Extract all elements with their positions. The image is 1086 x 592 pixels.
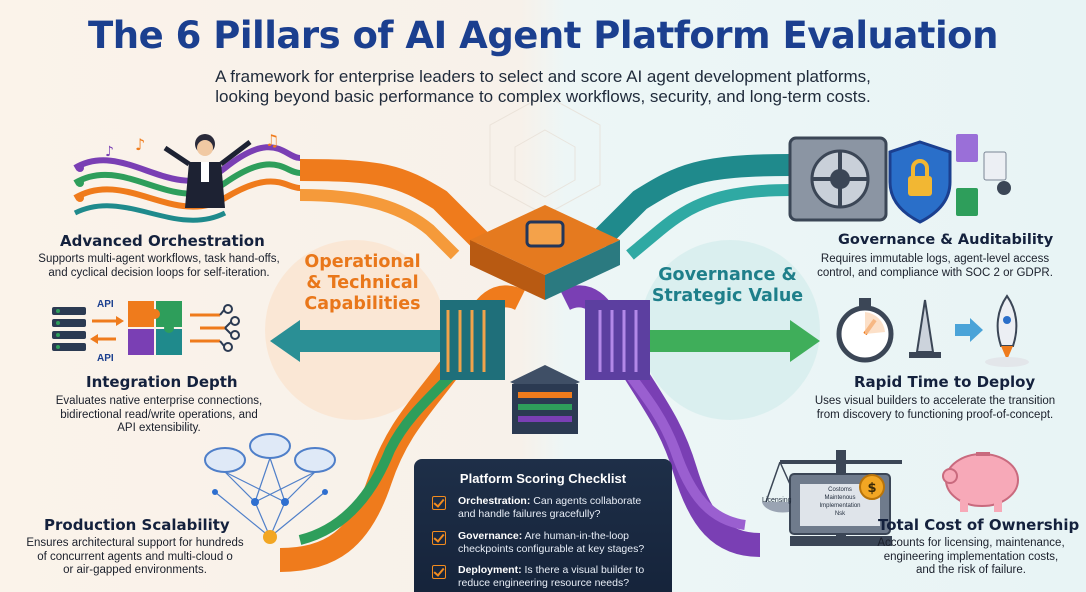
api-label-bottom: API	[97, 353, 114, 364]
integration-desc-line: bidirectional read/write operations, and	[60, 408, 258, 421]
tco-scale-icon: $	[762, 450, 1019, 546]
left-section-line: Operational	[304, 252, 421, 272]
deploy-desc-line: from discovery to functioning proof-of-c…	[816, 408, 1054, 421]
governance-desc-line: control, and compliance with SOC 2 or GD…	[817, 266, 1053, 279]
scalability-description: Ensures architectural support for hundre…	[4, 537, 266, 578]
subtitle-line-1: A framework for enterprise leaders to se…	[215, 67, 871, 86]
governance-desc-line: Requires immutable logs, agent-level acc…	[820, 253, 1050, 265]
checklist-item-text: checkpoints configurable at key stages?	[458, 543, 645, 555]
checklist-item-text: reduce engineering resource needs?	[458, 577, 630, 589]
right-section-label: Governance & Strategic Value	[650, 265, 805, 307]
governance-description: Requires immutable logs, agent-level acc…	[800, 253, 1070, 280]
scalability-desc-line: or air-gapped environments.	[63, 564, 207, 576]
api-label-top: API	[97, 299, 114, 310]
integration-title: Integration Depth	[86, 373, 238, 391]
deploy-desc-line: Uses visual builders to accelerate the t…	[814, 395, 1056, 407]
right-section-line: Strategic Value	[651, 286, 804, 306]
deploy-description: Uses visual builders to accelerate the t…	[800, 395, 1070, 422]
tco-description: Accounts for licensing, maintenance, eng…	[860, 537, 1082, 578]
checklist-item-text: Are human-in-the-loop	[524, 530, 630, 542]
checklist-item-label: Deployment:	[458, 564, 522, 576]
checklist-item-text: Can agents collaborate	[533, 495, 642, 507]
scalability-title: Production Scalability	[44, 516, 230, 534]
orchestration-description: Supports multi-agent workflows, task han…	[30, 253, 288, 280]
checklist-title: Platform Scoring Checklist	[459, 471, 627, 486]
tco-desc-line: Accounts for licensing, maintenance,	[877, 537, 1065, 549]
integration-desc-line: API extensibility.	[117, 422, 201, 434]
scalability-network-icon	[204, 433, 336, 544]
tco-desc-line: and the risk of failure.	[916, 564, 1026, 576]
checkbox-icon	[432, 496, 446, 510]
checklist-item-label: Orchestration:	[458, 495, 531, 507]
governance-title: Governance & Auditability	[838, 232, 1054, 248]
checklist-item-label: Governance:	[458, 530, 523, 542]
integration-description: Evaluates native enterprise connections,…	[30, 395, 288, 436]
tco-cost-item: Implementation	[819, 503, 861, 509]
tco-title: Total Cost of Ownership	[878, 516, 1080, 534]
deploy-rocket-icon	[836, 294, 1029, 367]
svg-text:$: $	[867, 481, 876, 496]
left-section-line: Capabilities	[304, 294, 421, 314]
scoring-checklist-panel: Platform Scoring Checklist Orchestration…	[414, 459, 672, 592]
left-section-label: Operational & Technical Capabilities	[300, 252, 425, 315]
tco-cost-item: Maintenous	[824, 495, 856, 501]
orchestration-icon: ♪ ♫ ♪	[73, 131, 301, 223]
tco-cost-item: Costoms	[828, 487, 852, 493]
tco-licensing-label: Licensing	[762, 497, 792, 504]
tco-cost-items: Costoms Maintenous Implementation Nsk	[800, 486, 880, 518]
integration-icon	[52, 301, 240, 355]
right-section-line: Governance &	[658, 265, 797, 285]
scalability-desc-line: Ensures architectural support for hundre…	[26, 537, 244, 549]
integration-desc-line: Evaluates native enterprise connections,	[55, 395, 263, 407]
tco-desc-line: engineering implementation costs,	[883, 550, 1059, 563]
svg-text:♪: ♪	[135, 135, 145, 154]
svg-text:♪: ♪	[105, 144, 114, 160]
orchestration-title: Advanced Orchestration	[60, 232, 265, 250]
subtitle-line-2: looking beyond basic performance to comp…	[215, 87, 871, 106]
checkbox-icon	[432, 565, 446, 579]
page-title: The 6 Pillars of AI Agent Platform Evalu…	[88, 14, 998, 57]
left-section-line: & Technical	[306, 273, 419, 293]
orchestration-desc-line: Supports multi-agent workflows, task han…	[38, 253, 280, 265]
svg-text:♫: ♫	[265, 131, 279, 150]
tco-cost-item: Nsk	[834, 511, 846, 517]
checklist-item-text: Is there a visual builder to	[524, 564, 645, 576]
governance-vault-icon	[788, 134, 1011, 224]
scalability-desc-line: of concurrent agents and multi-cloud o	[37, 550, 233, 563]
checkbox-icon	[432, 531, 446, 545]
orchestration-desc-line: and cyclical decision loops for self-ite…	[48, 266, 270, 279]
checklist-item-text: and handle failures gracefully?	[458, 508, 601, 520]
deploy-title: Rapid Time to Deploy	[854, 373, 1036, 391]
